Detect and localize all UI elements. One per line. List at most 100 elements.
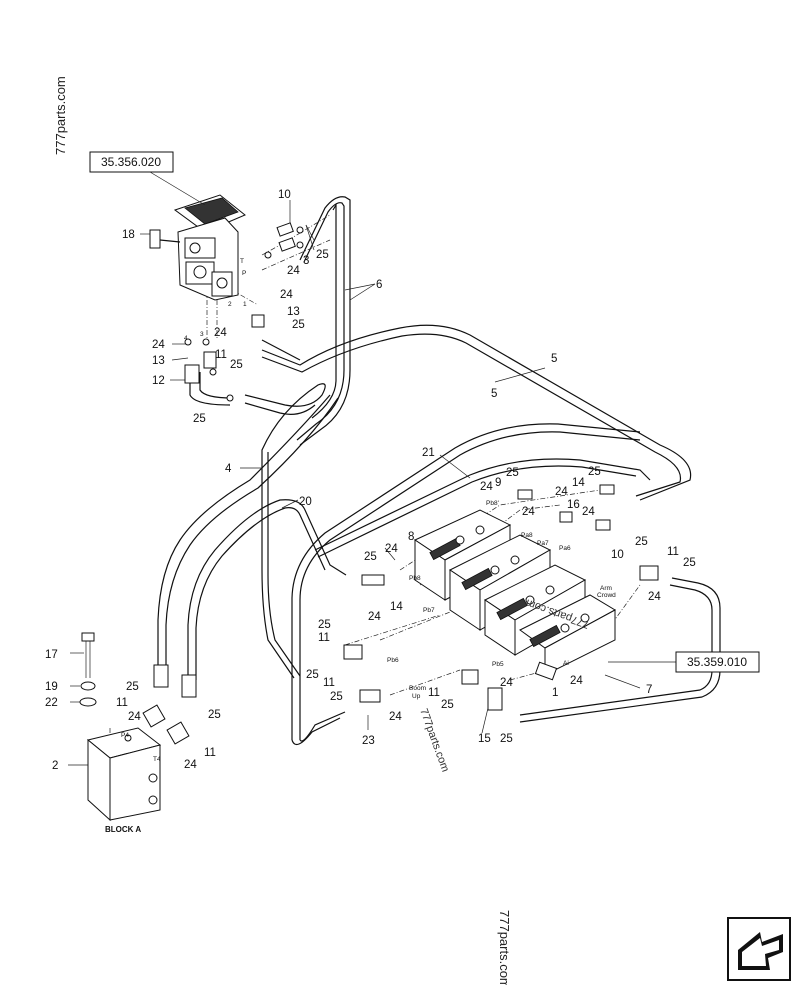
callout: 12 <box>152 375 165 387</box>
callout: 24 <box>480 481 493 493</box>
port-labels: T P 2 1 3 4 Pb8' Pa8 Pa7 Pa6 Pb8 Pb7 Pb6… <box>121 258 616 763</box>
callout: 5 <box>491 388 497 400</box>
callout: 25 <box>292 319 305 331</box>
port-label: Arm <box>600 585 612 592</box>
hose-21c <box>299 431 641 740</box>
hose-20c <box>187 499 347 680</box>
callout: 11 <box>215 349 227 361</box>
hose-6b <box>296 202 345 441</box>
callout: 11 <box>318 632 330 644</box>
orientation-arrow-icon <box>727 917 791 981</box>
callout: 24 <box>128 711 141 723</box>
port-label: Ai <box>563 660 569 667</box>
callout: 9 <box>495 477 501 489</box>
hose-20b <box>165 397 339 680</box>
hose-12b <box>199 372 233 399</box>
hose-4b <box>244 402 316 415</box>
reference-box-pilot-valve[interactable]: 35.356.020 <box>89 151 174 173</box>
hose-5b <box>261 333 682 497</box>
hose-12a <box>189 375 231 406</box>
port-label: T <box>240 258 244 265</box>
hose-4c <box>267 452 301 677</box>
port-label: Pa7 <box>537 540 549 547</box>
hose-6c <box>311 202 337 419</box>
watermark-top-left: 777parts.com <box>53 76 68 155</box>
callout: 11 <box>323 677 335 689</box>
hose-21d <box>291 423 641 740</box>
callout: 24 <box>522 506 535 518</box>
callout: 25 <box>126 681 139 693</box>
port-label: 1 <box>243 301 247 308</box>
port-label: Pb8 <box>409 575 421 582</box>
callout: 25 <box>683 557 696 569</box>
callout: 24 <box>555 486 568 498</box>
callout: 14 <box>572 477 585 489</box>
callout: 24 <box>368 611 381 623</box>
port-label: 3 <box>200 331 204 338</box>
callout: 25 <box>635 536 648 548</box>
callout: 24 <box>152 339 165 351</box>
callout: 25 <box>441 699 454 711</box>
reference-box-control-valve[interactable]: 35.359.010 <box>675 651 760 673</box>
port-label: Pb6 <box>387 657 399 664</box>
callout: 16 <box>567 499 580 511</box>
fittings <box>142 222 659 745</box>
hose-7b <box>519 577 721 723</box>
port-label: 4 <box>184 335 188 342</box>
port-label: Pb8' <box>486 500 499 507</box>
callout: 24 <box>582 506 595 518</box>
callout: 7 <box>646 684 652 696</box>
port-label: Pb7 <box>423 607 435 614</box>
callout: 25 <box>318 619 331 631</box>
callout: 25 <box>500 733 513 745</box>
callout: 13 <box>152 355 165 367</box>
callout: 8 <box>408 531 414 543</box>
reference-label: 35.359.010 <box>687 655 747 669</box>
callout: 24 <box>214 327 227 339</box>
callout: 11 <box>428 687 440 699</box>
callout: 22 <box>45 697 58 709</box>
callout: 10 <box>278 189 291 201</box>
callout: 25 <box>316 249 329 261</box>
callout: 25 <box>230 359 243 371</box>
callout: 2 <box>52 760 58 772</box>
callout: 18 <box>122 229 135 241</box>
callout: 24 <box>287 265 300 277</box>
callout: 23 <box>362 735 375 747</box>
hose-6a <box>299 196 351 446</box>
callout: 17 <box>45 649 58 661</box>
callout: 25 <box>364 551 377 563</box>
hose-20d <box>195 507 326 680</box>
callout: 19 <box>45 681 58 693</box>
callout: 11 <box>116 697 128 709</box>
port-label: T4 <box>153 756 161 763</box>
callout: 24 <box>184 759 197 771</box>
port-label: Pa6 <box>559 545 571 552</box>
hose-5a <box>261 324 692 501</box>
callout: 13 <box>287 306 300 318</box>
callout: 15 <box>478 733 491 745</box>
port-label: P4 <box>121 732 129 739</box>
callout: 25 <box>306 669 319 681</box>
callout: 24 <box>385 543 398 555</box>
callout: 21 <box>422 447 435 459</box>
hose-4a <box>244 383 326 679</box>
callout: 24 <box>500 677 513 689</box>
callout: 20 <box>299 496 312 508</box>
callout: 3 <box>303 255 309 267</box>
hose-21a <box>314 458 651 551</box>
callout: 25 <box>193 413 206 425</box>
block-a-label: BLOCK A <box>105 825 141 834</box>
callout: 25 <box>506 467 519 479</box>
callout: 10 <box>611 549 624 561</box>
port-label: Crowd <box>597 592 616 599</box>
port-label: Pa8 <box>521 532 533 539</box>
callout: 25 <box>588 466 601 478</box>
port-label: Up <box>412 693 421 700</box>
callout-numbers: 10 18 25 3 24 6 24 13 25 24 24 13 11 25 … <box>45 189 696 772</box>
block-a <box>86 727 162 822</box>
port-label: 2 <box>228 301 232 308</box>
reference-label: 35.356.020 <box>101 155 161 169</box>
watermark-bottom: 777parts.com <box>497 910 512 985</box>
